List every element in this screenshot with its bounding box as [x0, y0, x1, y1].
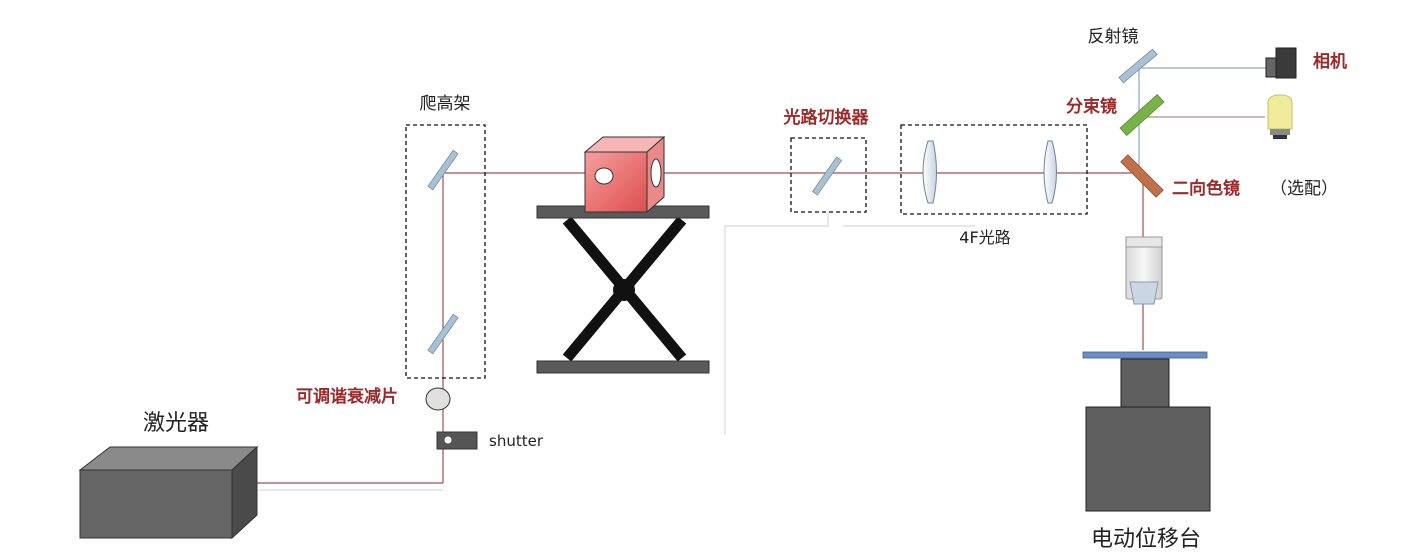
- switcher-label: 光路切换器: [783, 107, 870, 128]
- cube-front: [584, 151, 648, 213]
- laser-box-front: [79, 469, 233, 539]
- lamp-icon: [1267, 94, 1293, 139]
- beam-paths: [257, 172, 1144, 484]
- switcher-mirror: [811, 156, 843, 196]
- beam-splitter-label: 分束镜: [1066, 96, 1117, 117]
- periscope-label: 爬高架: [420, 94, 471, 114]
- shutter-aperture: [444, 436, 452, 444]
- periscope-dashed-box: [405, 124, 486, 379]
- attenuator-disk: [425, 387, 451, 411]
- stage-label: 电动位移台: [1091, 527, 1201, 552]
- dichroic-label: 二向色镜: [1172, 178, 1240, 199]
- four-f-label: 4F光路: [959, 228, 1010, 247]
- leader-lines: [258, 212, 975, 491]
- leader-line-left: [724, 212, 829, 435]
- switcher-dashed-box: [790, 137, 867, 213]
- laser-box: [78, 445, 259, 540]
- lens-left: [922, 140, 937, 204]
- dichroic-mirror: [1120, 154, 1164, 198]
- reflector-label: 反射镜: [1088, 27, 1139, 47]
- sample-cube: [583, 135, 666, 214]
- lift-platform: [536, 205, 710, 374]
- laser-box-top: [78, 446, 259, 471]
- periscope-mirror-bottom: [427, 313, 459, 355]
- shutter-label: shutter: [489, 432, 544, 450]
- camera-label: 相机: [1313, 51, 1347, 72]
- objective-lens: [1125, 236, 1163, 305]
- scissor-pivot: [613, 279, 635, 301]
- shutter-device: [436, 431, 478, 450]
- cube-window-front: [594, 167, 614, 185]
- shutter-body: [436, 431, 478, 450]
- periscope-mirror-top: [427, 149, 459, 191]
- reflector-mirror: [1118, 48, 1158, 84]
- four-f-dashed-box: [900, 124, 1088, 215]
- cube-window-side: [650, 158, 662, 188]
- lens-right: [1043, 140, 1057, 204]
- camera-icon: [1265, 47, 1297, 79]
- platform-bottom: [536, 360, 710, 374]
- laser-label: 激光器: [143, 411, 209, 436]
- stage-base: [1085, 406, 1211, 512]
- sample-slide: [1082, 351, 1208, 359]
- optional-label: （选配）: [1270, 179, 1338, 199]
- electric-stage: [1082, 351, 1211, 512]
- attenuator-label: 可调谐衰减片: [296, 386, 398, 407]
- beam-branches: [1138, 65, 1268, 173]
- stage-neck: [1120, 358, 1170, 408]
- beam-splitter: [1119, 93, 1165, 137]
